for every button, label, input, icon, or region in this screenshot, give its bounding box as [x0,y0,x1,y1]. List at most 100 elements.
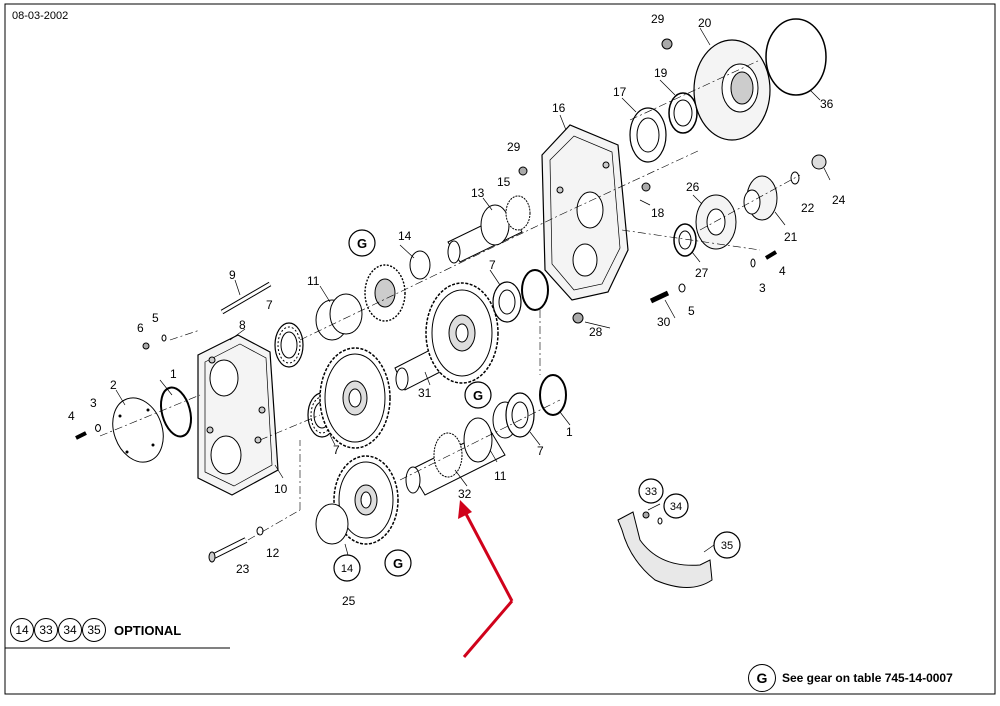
callout-7-c: 7 [489,258,496,272]
seal-19 [668,92,698,134]
callout-g-2: G [464,381,492,409]
callout-4-left: 4 [68,409,75,423]
callout-g-1: G [348,229,376,257]
part-numbers: 1 1 2 3 3 4 4 5 5 6 7 7 7 7 8 9 10 11 11… [68,12,846,608]
callout-12: 12 [266,546,280,560]
input-shaft [447,195,531,264]
red-arrow-head [458,500,472,519]
callout-3-left: 3 [90,396,97,410]
callout-8: 8 [239,318,246,332]
plug-28 [572,312,584,324]
oring-right-upper [521,269,549,311]
callout-24: 24 [832,193,846,207]
bearing-left-upper [274,322,304,368]
leader-lines [115,27,831,556]
border [4,3,996,695]
svg-text:34: 34 [670,501,682,513]
callout-14: 14 [398,229,412,243]
callout-2: 2 [110,378,117,392]
plug-29-top [661,38,673,50]
callout-3-right: 3 [759,281,766,295]
bracket-35 [617,511,713,588]
callout-7-b: 7 [333,443,340,457]
svg-text:G: G [473,388,483,403]
svg-text:14: 14 [341,563,353,575]
oring-36 [765,18,827,96]
callout-6: 6 [137,321,144,335]
washer-12 [256,526,264,536]
bearing-right-lower [505,392,535,438]
optional-item-34: 34 [58,618,82,642]
bolt-23 [208,537,248,563]
callout-17: 17 [613,85,627,99]
end-cover-20 [693,39,771,141]
callout-4-right: 4 [779,264,786,278]
svg-text:35: 35 [721,540,733,552]
callout-32: 32 [458,487,472,501]
callout-9: 9 [229,268,236,282]
plug-29-left [518,166,528,176]
stud-bolt [220,281,272,315]
optional-label: OPTIONAL [114,622,182,638]
housing-left [197,334,279,496]
callout-33-circled: 33 [638,478,664,504]
optional-item-35: 35 [82,618,106,642]
svg-text:G: G [357,236,367,251]
housing-main [541,124,629,301]
small-fasteners-left [75,334,167,440]
callout-25: 25 [342,594,356,608]
cover-26 [695,194,737,250]
drawing-date: 08-03-2002 [12,10,69,22]
bolt-4-right [764,250,778,260]
callout-g-3: G [384,549,412,577]
optional-item-33: 33 [34,618,58,642]
gear-note-text: See gear on table 745-14-0007 [782,671,953,685]
gear-large-center [425,282,499,384]
svg-text:G: G [393,556,403,571]
pinion-gear [364,264,406,322]
nut-24 [811,154,827,170]
callout-5-right: 5 [688,304,695,318]
callout-11-b: 11 [494,469,507,483]
spacer-sleeve [315,293,363,341]
alignment-lines [99,59,801,541]
seal-27 [673,223,697,257]
ring-14-lower [315,503,349,545]
callout-34-circled: 34 [663,493,689,519]
callout-20: 20 [698,16,712,30]
callout-16: 16 [552,101,566,115]
callout-28: 28 [589,325,603,339]
svg-text:33: 33 [645,486,657,498]
callout-36: 36 [820,97,834,111]
plug-18 [641,182,651,192]
callout-21: 21 [784,230,798,244]
callout-10: 10 [274,482,288,496]
ring-14-upper [409,250,431,280]
gear-symbol: G [748,664,776,692]
optional-item-14: 14 [10,618,34,642]
shaft-31 [394,349,441,391]
callout-27: 27 [695,266,709,280]
optional-legend: 14 33 34 35 OPTIONAL [10,616,181,644]
callout-35-circled: 35 [713,531,741,559]
washer-5-right [678,283,686,293]
callout-13: 13 [471,186,485,200]
gear-table-note: G See gear on table 745-14-0007 [748,664,953,692]
red-arrow-shaft [463,511,514,602]
gear-large-left [319,347,391,449]
bolt-30 [649,290,670,304]
callout-14-circled: 14 [333,554,361,582]
bearing-17 [629,107,667,163]
flange-21 [743,175,778,221]
callout-19: 19 [654,66,668,80]
callout-29-b: 29 [651,12,665,26]
bearing-right-upper [492,281,522,323]
callout-7-a: 7 [266,298,273,312]
pointer-arrow [462,600,514,658]
callout-26: 26 [686,180,700,194]
callout-5-left: 5 [152,311,159,325]
cover-plate [112,397,164,463]
callout-30: 30 [657,315,671,329]
